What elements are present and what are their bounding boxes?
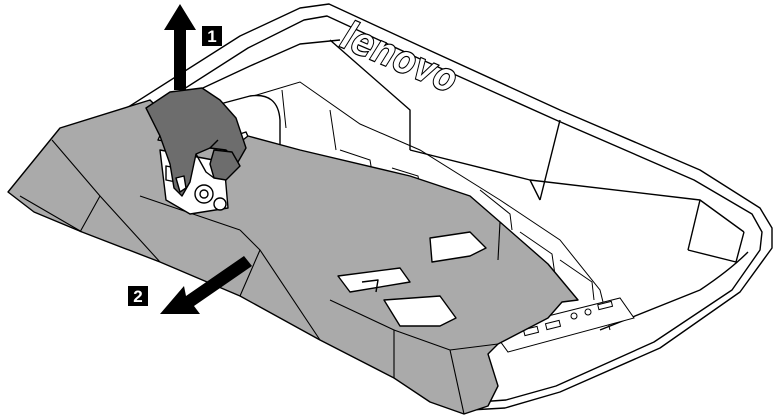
step-badge-1: 1 [202, 26, 222, 46]
svg-text:2: 2 [133, 287, 142, 306]
lenovo-logo: lenovo [334, 13, 464, 103]
svg-text:lenovo: lenovo [334, 13, 464, 103]
rear-cover [8, 100, 578, 414]
step-badge-2: 2 [128, 286, 148, 306]
svg-text:1: 1 [207, 27, 216, 46]
lift-up-arrow [164, 4, 196, 90]
